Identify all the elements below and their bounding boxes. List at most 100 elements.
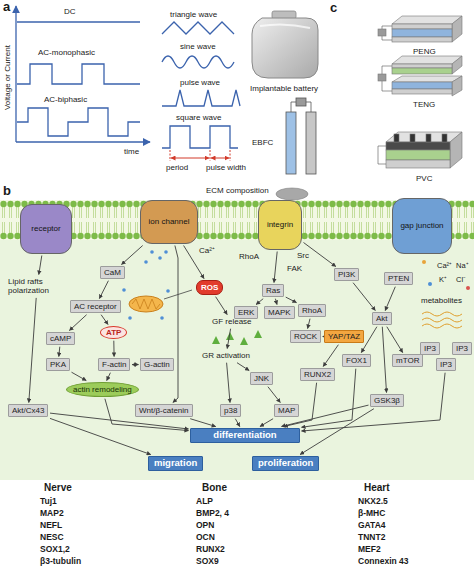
text-label: NESC (40, 533, 64, 543)
pathway-arrow (302, 369, 356, 428)
pathway-arrow (227, 329, 230, 349)
node-label: integrin (267, 220, 293, 229)
waveform-panel (162, 22, 234, 34)
pathway-arrow (227, 363, 230, 403)
ion-dots (466, 286, 470, 290)
pathway-arrow (72, 372, 87, 380)
node-label: MAP (278, 406, 295, 415)
teng-device (392, 76, 462, 82)
peng-device (392, 24, 452, 29)
pathway-arrow (113, 341, 114, 357)
node-label: Ras (266, 286, 280, 295)
node-label: F-actin (102, 360, 126, 369)
pathway-arrow (122, 246, 143, 265)
pathway-arrow (274, 252, 277, 283)
text-label: ECM composition (206, 186, 269, 195)
node-label: cAMP (50, 334, 71, 343)
text-label: Connexin 43 (358, 557, 409, 567)
waveform-panel (16, 6, 240, 148)
node-label: RhoA (302, 306, 322, 315)
battery-icon (252, 11, 318, 78)
node-label: RUNX2 (304, 370, 331, 379)
signal-box: Ras (262, 284, 284, 297)
signal-box: F-actin (98, 358, 130, 371)
node-label: IP3 (424, 344, 436, 353)
node-label: Akt (376, 314, 388, 323)
text-label: Heart (364, 482, 390, 494)
pathway-arrow (132, 364, 139, 365)
text-label: time (124, 147, 139, 156)
calcium-dots (122, 288, 126, 292)
signal-box: YAP/TAZ (324, 330, 364, 343)
node-label: PTEN (388, 274, 409, 283)
text-label: Cl⁻ (455, 276, 467, 285)
pathway-arrow (237, 363, 249, 371)
node-label: Wnt/β-catenin (139, 406, 189, 415)
axis-label: Voltage or Current (2, 46, 11, 111)
text-label: Bone (202, 482, 227, 494)
pvc-device (386, 150, 450, 160)
signal-box: Wnt/β-catenin (135, 404, 193, 417)
pathway-arrow (322, 336, 323, 337)
node-label: IP3 (456, 344, 468, 353)
membrane-protein: integrin (258, 200, 302, 250)
pathway-arrow (382, 327, 386, 393)
signal-box: ROCK (290, 330, 321, 343)
process-text: Lipid rafts polarization (6, 276, 68, 296)
peng-device (392, 37, 452, 42)
membrane-protein: receptor (20, 204, 72, 254)
waveform-panel (16, 141, 150, 142)
pathway-arrow (190, 419, 216, 427)
text-label: β-MHC (358, 509, 385, 519)
calcium-dots (160, 316, 164, 320)
pvc-device (386, 142, 450, 150)
text-label: RhoA (238, 252, 260, 261)
text-label: Src (296, 251, 310, 260)
text-label: TNNT2 (358, 533, 385, 543)
signal-box: GSK3β (370, 394, 404, 407)
node-label: FOX1 (346, 356, 367, 365)
node-label: Akt/Cx43 (12, 406, 44, 415)
signal-box: Akt/Cx43 (8, 404, 48, 417)
node-label: GR activation (202, 351, 250, 360)
node-label: gap junction (400, 221, 443, 230)
period-arrows (211, 158, 229, 159)
signal-box: MAPK (264, 306, 295, 319)
waveform-panel (162, 126, 238, 148)
signal-box: MAP (274, 404, 299, 417)
pathway-arrow (39, 256, 42, 275)
pvc-device (442, 134, 447, 142)
text-label: PENG (413, 47, 436, 56)
text-label: Tuj1 (40, 497, 57, 507)
pathway-arrow (302, 373, 446, 431)
signal-box: ERK (234, 306, 258, 319)
pathway-arrow (216, 297, 228, 315)
node-label: IP3 (440, 360, 452, 369)
growth-factor-triangles (240, 337, 248, 345)
pathway-arrow (385, 287, 395, 311)
node-label: MAPK (268, 308, 291, 317)
text-label: AC-biphasic (44, 95, 87, 104)
mitochondrion (129, 296, 163, 312)
pathway-arrow (300, 409, 374, 455)
ebfc-device (296, 98, 306, 106)
node-label: G-actin (144, 360, 170, 369)
teng-device (392, 56, 462, 64)
period-arrows (170, 150, 171, 161)
text-label: TENG (413, 100, 435, 109)
node-label: p38 (224, 406, 237, 415)
pathway-arrow (275, 299, 277, 305)
mitochondrion (129, 296, 163, 312)
text-label: c (330, 1, 337, 16)
pathway-arrow (101, 315, 108, 325)
pathway-arrow (268, 387, 280, 403)
waveform-panel (15, 6, 16, 142)
text-label: period (166, 163, 188, 172)
node-label: receptor (31, 224, 60, 233)
period-arrows (170, 150, 230, 161)
atp-ellipse: ATP (100, 326, 127, 339)
ion-dots (422, 260, 470, 290)
text-label: MAP2 (40, 509, 64, 519)
pvc-device (394, 134, 399, 142)
